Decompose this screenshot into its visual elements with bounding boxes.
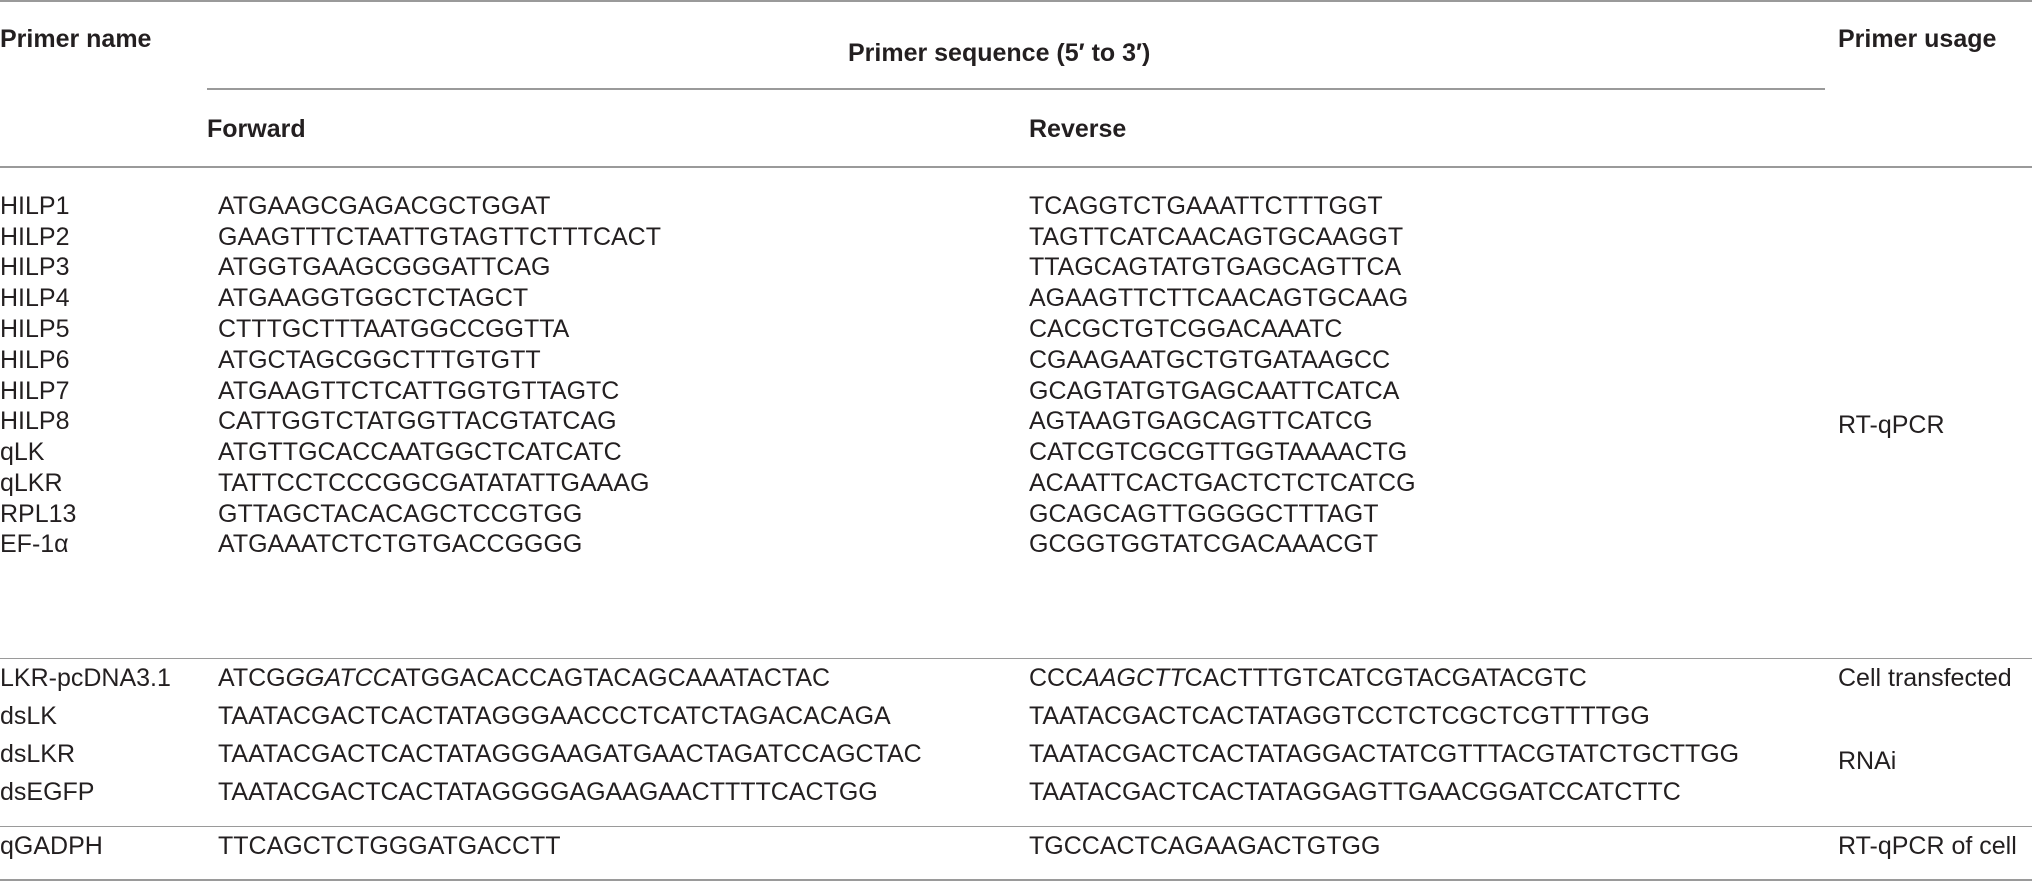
reverse-sequence-cell: GCAGCAGTTGGGGCTTTAGT xyxy=(1029,500,1379,528)
reverse-sequence-cell: AGTAAGTGAGCAGTTCATCG xyxy=(1029,407,1373,435)
reverse-sequence-cell: CGAAGAATGCTGTGATAAGCC xyxy=(1029,346,1391,374)
primer-name-cell: RPL13 xyxy=(0,500,77,528)
primer-name-cell: HILP2 xyxy=(0,223,70,251)
forward-sequence-cell: TAATACGACTCACTATAGGGGAGAAGAACTTTTCACTGG xyxy=(218,778,878,806)
header-primer-name: Primer name xyxy=(0,25,152,53)
primer-name-cell: dsLK xyxy=(0,702,57,730)
forward-sequence-cell: CATTGGTCTATGGTTACGTATCAG xyxy=(218,407,617,435)
forward-sequence-cell: ATGTTGCACCAATGGCTCATCATC xyxy=(218,438,622,466)
forward-sequence-cell: TTCAGCTCTGGGATGACCTT xyxy=(218,832,561,860)
primer-name-cell: HILP8 xyxy=(0,407,70,435)
sequence-part: CACTTTGTCATCGTACGATACGTC xyxy=(1184,664,1587,692)
header-forward: Forward xyxy=(207,115,306,143)
sequence-part: ATGGACACCAGTACAGCAAATACTAC xyxy=(390,664,831,692)
reverse-sequence-cell: TGCCACTCAGAAGACTGTGG xyxy=(1029,832,1381,860)
primer-name-cell: HILP7 xyxy=(0,377,70,405)
restriction-site-forward: GGATCC xyxy=(285,664,391,692)
primer-name-cell: HILP5 xyxy=(0,315,70,343)
primer-name-cell: dsLKR xyxy=(0,740,76,768)
forward-sequence-cell: ATGAAGGTGGCTCTAGCT xyxy=(218,284,529,312)
primer-name-cell: HILP3 xyxy=(0,253,70,281)
forward-sequence-cell: ATGGTGAAGCGGGATTCAG xyxy=(218,253,551,281)
reverse-sequence-cell: TAATACGACTCACTATAGGACTATCGTTTACGTATCTGCT… xyxy=(1029,740,1740,768)
sequence-part: ATCG xyxy=(218,664,286,692)
top-rule xyxy=(0,0,2032,2)
primer-name-cell: EF-1α xyxy=(0,530,69,558)
forward-sequence-cell: ATGAAGTTCTCATTGGTGTTAGTC xyxy=(218,377,620,405)
primer-name-cell: HILP4 xyxy=(0,284,70,312)
forward-sequence-cell: TATTCCTCCCGGCGATATATTGAAAG xyxy=(218,469,650,497)
reverse-sequence-cell: TTAGCAGTATGTGAGCAGTTCA xyxy=(1029,253,1402,281)
forward-sequence-cell: GAAGTTTCTAATTGTAGTTCTTTCACT xyxy=(218,223,662,251)
reverse-sequence-cell: TAGTTCATCAACAGTGCAAGGT xyxy=(1029,223,1404,251)
reverse-sequence-cell: AGAAGTTCTTCAACAGTGCAAG xyxy=(1029,284,1409,312)
forward-sequence-cell: ATGAAGCGAGACGCTGGAT xyxy=(218,192,551,220)
group-rule-2 xyxy=(0,826,2032,827)
reverse-sequence-cell: TAATACGACTCACTATAGGTCCTCTCGCTCGTTTTGG xyxy=(1029,702,1650,730)
header-reverse: Reverse xyxy=(1029,115,1127,143)
reverse-sequence-cell: TAATACGACTCACTATAGGAGTTGAACGGATCCATCTTC xyxy=(1029,778,1681,806)
forward-sequence-cell: ATCGGGATCCATGGACACCAGTACAGCAAATACTAC xyxy=(218,663,830,693)
reverse-sequence-cell: CACGCTGTCGGACAAATC xyxy=(1029,315,1343,343)
usage-cell-transfected: Cell transfected xyxy=(1838,664,2012,692)
primer-name-cell: HILP6 xyxy=(0,346,70,374)
forward-sequence-cell: GTTAGCTACACAGCTCCGTGG xyxy=(218,500,583,528)
primer-name-cell: dsEGFP xyxy=(0,778,95,806)
reverse-sequence-cell: CATCGTCGCGTTGGTAAAACTG xyxy=(1029,438,1408,466)
primer-name-cell: qLKR xyxy=(0,469,63,497)
forward-sequence-cell: CTTTGCTTTAATGGCCGGTTA xyxy=(218,315,570,343)
reverse-sequence-cell: ACAATTCACTGACTCTCTCATCG xyxy=(1029,469,1416,497)
group-rule-1 xyxy=(0,658,2032,659)
reverse-sequence-cell: GCAGTATGTGAGCAATTCATCA xyxy=(1029,377,1400,405)
forward-sequence-cell: TAATACGACTCACTATAGGGAAGATGAACTAGATCCAGCT… xyxy=(218,740,922,768)
header-primer-usage: Primer usage xyxy=(1838,25,1997,53)
reverse-sequence-cell: TCAGGTCTGAAATTCTTTGGT xyxy=(1029,192,1383,220)
bottom-rule xyxy=(0,879,2032,881)
reverse-sequence-cell: CCCAAGCTTCACTTTGTCATCGTACGATACGTC xyxy=(1029,663,1587,693)
usage-rt-qpcr-cell: RT-qPCR of cell xyxy=(1838,832,2017,860)
usage-rt-qpcr: RT-qPCR xyxy=(1838,411,1945,439)
header-bottom-rule xyxy=(0,166,2032,168)
forward-sequence-cell: ATGAAATCTCTGTGACCGGGG xyxy=(218,530,583,558)
primer-name-cell: HILP1 xyxy=(0,192,70,220)
forward-sequence-cell: ATGCTAGCGGCTTTGTGTT xyxy=(218,346,541,374)
header-primer-sequence: Primer sequence (5′ to 3′) xyxy=(848,39,1151,67)
sequence-part: CCC xyxy=(1029,664,1084,692)
sequence-subheader-rule xyxy=(207,88,1825,90)
primer-name-cell: qGADPH xyxy=(0,832,103,860)
forward-sequence-cell: TAATACGACTCACTATAGGGAACCCTCATCTAGACACAGA xyxy=(218,702,891,730)
restriction-site-reverse: AAGCTT xyxy=(1083,664,1185,692)
primer-name-cell: LKR-pcDNA3.1 xyxy=(0,664,171,692)
usage-rnai: RNAi xyxy=(1838,747,1897,775)
reverse-sequence-cell: GCGGTGGTATCGACAAACGT xyxy=(1029,530,1379,558)
primer-name-cell: qLK xyxy=(0,438,45,466)
